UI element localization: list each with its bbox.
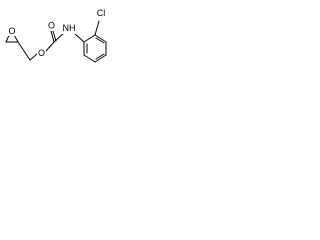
atom-label-amine: NH <box>63 23 76 33</box>
atom-label-amine-group: NH <box>62 23 76 34</box>
ring-inner-double-3 <box>95 37 105 44</box>
ring-bond-5 <box>94 34 107 43</box>
ring-bond-6 <box>83 34 96 43</box>
chemical-structure-diagram: O O O NH Cl <box>5 8 108 63</box>
bond-nh-to-aryl <box>73 32 85 43</box>
atom-label-chlorine-group: Cl <box>94 8 108 19</box>
atom-label-ester-oxygen-group: O <box>37 48 46 58</box>
bond-epoxide-to-ch2 <box>17 41 31 61</box>
atom-label-ring-oxygen-group: O <box>8 26 16 36</box>
bond-carbonyl-double-b <box>52 30 57 42</box>
ring-bond-3 <box>94 54 107 63</box>
bond-aryl-to-chlorine <box>94 20 100 36</box>
benzene-ring <box>83 34 107 63</box>
atom-label-carbonyl-oxygen: O <box>48 20 55 30</box>
atom-label-ester-oxygen: O <box>38 48 45 58</box>
atom-label-chlorine: Cl <box>97 8 106 18</box>
atom-label-carbonyl-oxygen-group: O <box>47 20 56 31</box>
ring-inner-double-2 <box>95 53 105 60</box>
atom-label-ring-oxygen: O <box>8 26 15 36</box>
bond-carbonyl-double-a <box>50 30 55 43</box>
ring-bond-2 <box>83 54 96 63</box>
bond-carbonyl-carbon-to-nh <box>53 32 65 43</box>
bond-ester-oxygen-to-carbonyl-carbon <box>45 41 55 52</box>
bond-ch2-to-ester-oxygen <box>29 53 38 61</box>
